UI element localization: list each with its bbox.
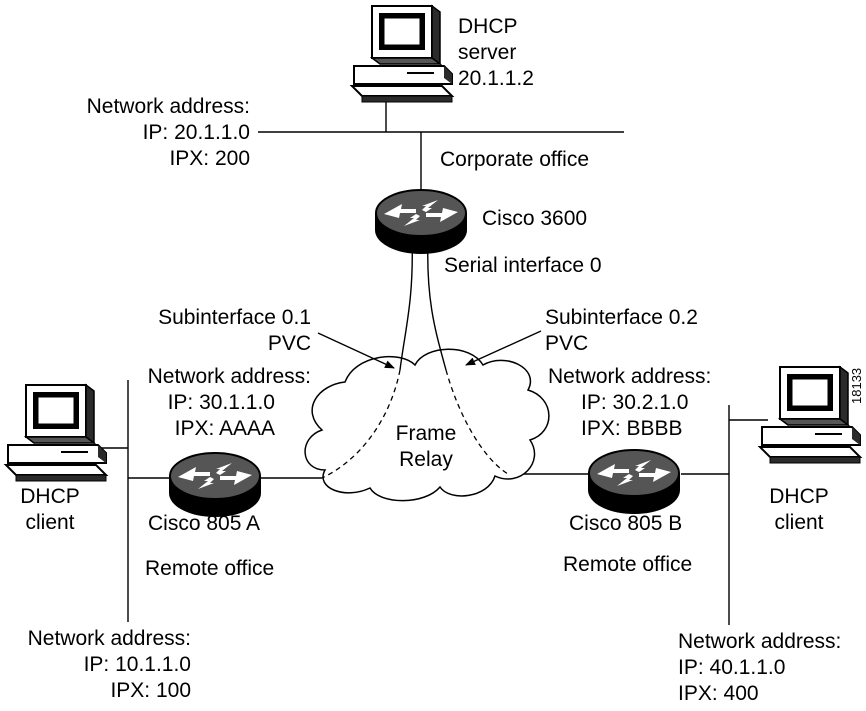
- subinterface-0-2-arrow: [465, 330, 542, 366]
- cisco-805-a-router-icon: [169, 452, 261, 517]
- lan-b-ip: IP: 40.1.1.0: [678, 656, 785, 679]
- subinterface-0-1-arrow: [317, 332, 395, 369]
- subinterface-0-1-ip: IP: 30.1.1.0: [168, 391, 275, 414]
- dhcp-client-b-computer-icon: [759, 366, 861, 464]
- corporate-network-address-label: Network address:: [87, 95, 250, 118]
- subinterface-0-1-label: Subinterface 0.1: [158, 306, 311, 329]
- remote-office-b-label: Remote office: [563, 553, 692, 576]
- lan-a-ipx: IPX: 100: [110, 679, 191, 702]
- lan-a-ip: IP: 10.1.1.0: [84, 653, 191, 676]
- serial-interface-label: Serial interface 0: [444, 254, 602, 277]
- subinterface-0-2-network-address-label: Network address:: [548, 365, 711, 388]
- lan-b-network-address-label: Network address:: [678, 630, 841, 653]
- cisco-805-b-label: Cisco 805 B: [569, 512, 682, 535]
- cisco-805-b-router-icon: [588, 449, 680, 514]
- lan-a-network-address-label: Network address:: [28, 627, 191, 650]
- dhcp-client-b-label-line2: client: [774, 511, 823, 534]
- subinterface-0-2-label: Subinterface 0.2: [545, 306, 698, 329]
- subinterface-0-1-network-address-label: Network address:: [148, 365, 311, 388]
- cisco-3600-router-icon: [375, 189, 467, 254]
- frame-relay-label-line1: Frame: [396, 422, 457, 445]
- subinterface-0-2-ipx: IPX: BBBB: [581, 417, 683, 440]
- dhcp-client-a-computer-icon: [5, 384, 107, 482]
- dhcp-server-computer-icon: [351, 5, 453, 103]
- subinterface-0-2-ip: IP: 30.2.1.0: [581, 391, 688, 414]
- frame-relay-cloud: [304, 348, 550, 502]
- subinterface-0-2-pvc: PVC: [545, 332, 588, 355]
- frame-relay-label-line2: Relay: [399, 448, 453, 471]
- corporate-ipx: IPX: 200: [169, 147, 250, 170]
- dhcp-client-b-label-line1: DHCP: [769, 485, 829, 508]
- dhcp-client-a-label-line1: DHCP: [20, 485, 80, 508]
- cisco-3600-label: Cisco 3600: [482, 207, 587, 230]
- pvc-curve-1-solid: [399, 237, 413, 371]
- corporate-office-label: Corporate office: [440, 148, 589, 171]
- remote-office-a-label: Remote office: [145, 557, 274, 580]
- dhcp-server-address: 20.1.1.2: [458, 67, 534, 90]
- dhcp-server-label-line1: DHCP: [458, 15, 518, 38]
- figure-id: 18133: [849, 368, 864, 404]
- pvc-curve-1-dashed: [321, 369, 401, 479]
- dhcp-server-label-line2: server: [458, 41, 516, 64]
- subinterface-0-1-ipx: IPX: AAAA: [175, 417, 275, 440]
- corporate-ip: IP: 20.1.1.0: [143, 121, 250, 144]
- subinterface-0-1-pvc: PVC: [268, 332, 311, 355]
- lan-b-ipx: IPX: 400: [678, 682, 759, 705]
- pvc-curve-2-solid: [427, 237, 447, 371]
- dhcp-client-a-label-line2: client: [25, 511, 74, 534]
- cisco-805-a-label: Cisco 805 A: [148, 512, 260, 535]
